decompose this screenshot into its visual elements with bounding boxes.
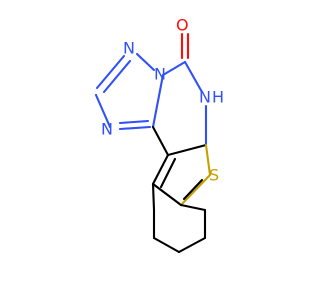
bond-thiophene-c1-to-c2	[151, 153, 170, 186]
chemical-structure: O N H N N N S	[0, 0, 300, 300]
triazole-nitrogen-top-label: N	[123, 39, 135, 58]
bond-triazole-n-left-to-c-double	[118, 119, 150, 125]
bond-carbonyl-c-to-nh	[183, 60, 204, 94]
oxygen-label: O	[176, 16, 189, 35]
bond-carbonyl-c-to-bridge-n	[161, 60, 187, 77]
bond-thiophene-c3-to-s	[179, 173, 212, 207]
bond-thiophene-c3-to-c4-double	[182, 178, 204, 201]
bond-c-to-c-right	[166, 143, 208, 157]
bond-hexane-4	[177, 236, 207, 254]
bond-triazole-n-top-to-bridge-n	[135, 52, 156, 72]
bond-c-to-c-upper	[151, 125, 170, 157]
bond-hexane-1	[151, 182, 156, 212]
sulfur-label: S	[209, 166, 219, 185]
bond-bridge-n-to-c	[151, 73, 165, 129]
bond-triazole-n-left-to-c	[118, 125, 152, 131]
bond-thiophene-s-to-c	[204, 143, 212, 177]
bond-thiophene-c2-to-c3	[151, 182, 183, 207]
nh-hydrogen-label: H	[212, 88, 224, 107]
triazole-nitrogen-left-label: N	[101, 120, 113, 139]
bond-thiophene-c1-to-c2-double	[159, 157, 177, 189]
bond-hexane-6	[179, 203, 207, 212]
bond-triazole-ch-to-n-left	[94, 93, 112, 129]
nh-nitrogen-label: N	[199, 88, 211, 107]
background	[0, 0, 300, 300]
bond-hexane-3	[152, 236, 181, 254]
bond-triazole-n-top-to-ch-double	[102, 59, 132, 94]
bond-layer	[94, 32, 212, 254]
bond-triazole-n-top-to-ch	[95, 54, 126, 90]
bridge-nitrogen-label: N	[154, 65, 166, 84]
